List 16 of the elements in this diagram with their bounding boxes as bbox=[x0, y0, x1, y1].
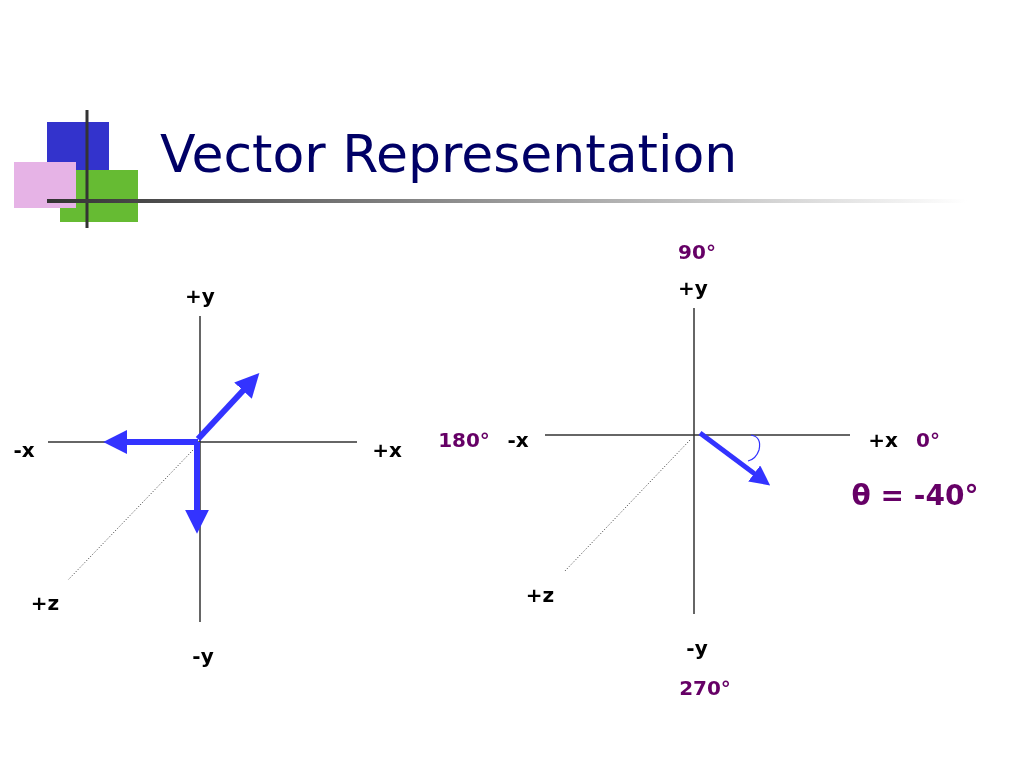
axis-label: -x bbox=[13, 440, 35, 460]
angle-label: 180° bbox=[438, 430, 490, 450]
angle-value: θ = -40° bbox=[851, 482, 979, 510]
angle-label: 90° bbox=[678, 242, 716, 262]
axis-label: +y bbox=[185, 286, 215, 306]
axis-label: -x bbox=[507, 430, 529, 450]
axis-label: +x bbox=[868, 430, 898, 450]
axis-label: +y bbox=[678, 278, 708, 298]
angle-label: 270° bbox=[679, 678, 731, 698]
axis-label: -y bbox=[192, 646, 214, 666]
axis-label: +x bbox=[372, 440, 402, 460]
axis-label: -y bbox=[686, 638, 708, 658]
axis-label: +z bbox=[525, 585, 555, 605]
slide-title: Vector Representation bbox=[160, 126, 738, 184]
axis-label: +z bbox=[30, 593, 60, 613]
angle-label: 0° bbox=[916, 430, 940, 450]
